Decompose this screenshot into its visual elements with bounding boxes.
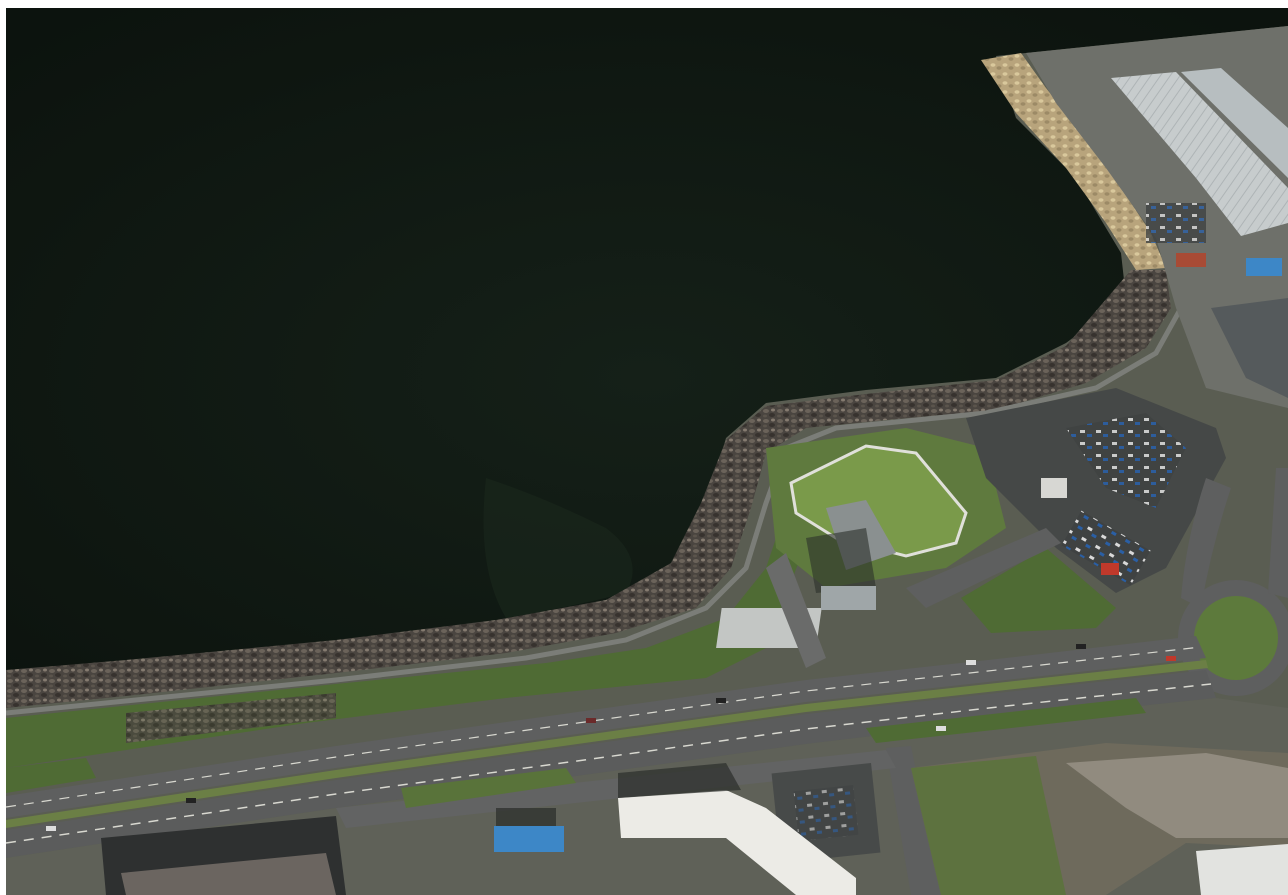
museum-shadow	[806, 528, 876, 593]
parking-south-cars	[793, 785, 859, 841]
grass-strip-south	[866, 698, 1146, 743]
parked-cars-industrial	[1146, 203, 1206, 243]
container-stack	[1246, 258, 1282, 276]
apartment-white	[618, 790, 856, 895]
rubble-stones	[1066, 753, 1288, 838]
rock-revetment	[6, 270, 1171, 708]
parking-cars	[1066, 413, 1186, 508]
warehouse-roof-small	[1181, 68, 1288, 178]
small-hut	[1041, 478, 1067, 498]
frontage-road	[336, 750, 896, 828]
rubble-grass	[911, 756, 1066, 895]
parking-cars-row	[1061, 510, 1151, 586]
main-road-south	[6, 670, 1216, 858]
grass-patch-west	[6, 758, 96, 793]
road-east-vertical	[1268, 468, 1288, 598]
car-3	[966, 660, 976, 665]
road-east-curve	[1181, 478, 1231, 608]
grass-strip	[6, 438, 846, 768]
aerial-map-view[interactable]	[6, 8, 1288, 895]
grass-patch-mid	[401, 768, 576, 808]
car-6	[46, 826, 56, 831]
main-road-north	[6, 636, 1206, 818]
lower-rock-band	[126, 693, 336, 743]
apartment-shadow	[618, 763, 741, 798]
car-2	[586, 718, 596, 723]
car-8	[1166, 656, 1176, 661]
blue-roof-building	[494, 826, 564, 852]
building-annex-roof	[821, 586, 876, 610]
building-se	[1196, 844, 1288, 895]
road-lane-marking	[6, 683, 1212, 844]
road-lane-marking-north	[6, 646, 1202, 808]
warehouse-roof-large	[1111, 72, 1288, 236]
bay-water	[6, 8, 1288, 678]
blue-roof-shadow	[496, 808, 556, 826]
lawn-east	[961, 548, 1116, 633]
warehouse-gray	[1211, 298, 1288, 398]
service-road-2	[766, 553, 826, 668]
red-container	[1101, 563, 1119, 575]
car-5	[186, 798, 196, 803]
car-1	[716, 698, 726, 703]
car-4	[1076, 644, 1086, 649]
coastal-path	[6, 306, 1184, 716]
shallow-water	[483, 478, 633, 618]
side-road-south	[886, 746, 941, 895]
road-median	[6, 660, 1208, 828]
service-road	[906, 528, 1061, 608]
dark-building-roof	[121, 853, 336, 895]
breakwater-north	[981, 53, 1166, 270]
car-7	[936, 726, 946, 731]
aerial-imagery	[6, 8, 1288, 895]
roundabout-island	[1194, 596, 1278, 680]
container-stack-red	[1176, 253, 1206, 267]
